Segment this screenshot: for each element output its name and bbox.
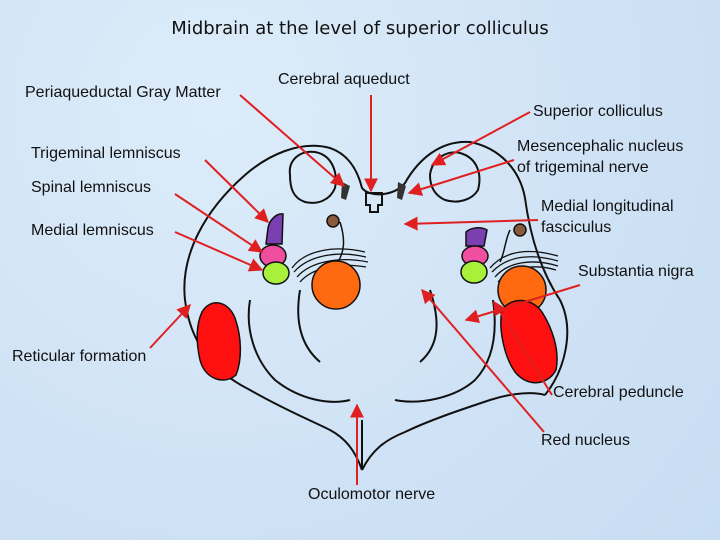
cerebral-aqueduct-shape <box>365 192 383 213</box>
label-reticular-formation: Reticular formation <box>12 348 147 365</box>
trigeminal-lemniscus-left <box>265 213 284 245</box>
label-superior-colliculus: Superior colliculus <box>533 103 663 120</box>
label-substantia-nigra: Substantia nigra <box>578 263 694 280</box>
label-mesencephalic-nucleus-line2: of trigeminal nerve <box>517 159 649 176</box>
label-periaqueductal-gray: Periaqueductal Gray Matter <box>25 84 221 101</box>
cerebral-peduncle-right <box>500 299 558 384</box>
page-title: Midbrain at the level of superior collic… <box>171 18 549 39</box>
arrow-trigeminal <box>204 159 269 223</box>
label-oculomotor-nerve: Oculomotor nerve <box>308 486 436 503</box>
medial-lemniscus-right <box>460 260 488 284</box>
trigeminal-lemniscus-right <box>465 227 488 247</box>
midbrain-outline <box>183 140 569 471</box>
pointer-arrows <box>149 94 581 485</box>
arrow-pag <box>239 94 346 187</box>
cerebral-peduncle-left <box>196 302 242 381</box>
label-medial-longitudinal-line1: Medial longitudinal <box>541 198 674 215</box>
label-mesencephalic-nucleus-line1: Mesencephalic nucleus <box>517 138 684 155</box>
label-medial-lemniscus: Medial lemniscus <box>31 222 154 239</box>
arrow-red-nucleus <box>421 288 545 433</box>
arrow-cerebral-peduncle <box>493 300 553 396</box>
label-red-nucleus: Red nucleus <box>541 432 630 449</box>
arrow-substantia-nigra <box>464 284 581 323</box>
mlf-nucleus-left <box>326 214 340 228</box>
arrow-reticular <box>149 303 191 349</box>
arrow-superior-colliculus <box>430 111 531 166</box>
arrow-medial-lemniscus <box>174 231 264 272</box>
arrow-spinal <box>174 193 264 253</box>
label-cerebral-peduncle: Cerebral peduncle <box>553 384 684 401</box>
red-nucleus-left <box>311 260 361 310</box>
pag-mark-right <box>397 182 406 200</box>
arrow-mesencephalic <box>407 159 515 196</box>
mlf-nucleus-right <box>513 223 527 237</box>
label-spinal-lemniscus: Spinal lemniscus <box>31 179 152 196</box>
medial-lemniscus-left <box>262 261 290 285</box>
label-cerebral-aqueduct: Cerebral aqueduct <box>278 71 410 88</box>
label-trigeminal-lemniscus: Trigeminal lemniscus <box>31 145 181 162</box>
arrow-mlf <box>403 216 539 231</box>
label-medial-longitudinal-line2: fasciculus <box>541 219 612 236</box>
